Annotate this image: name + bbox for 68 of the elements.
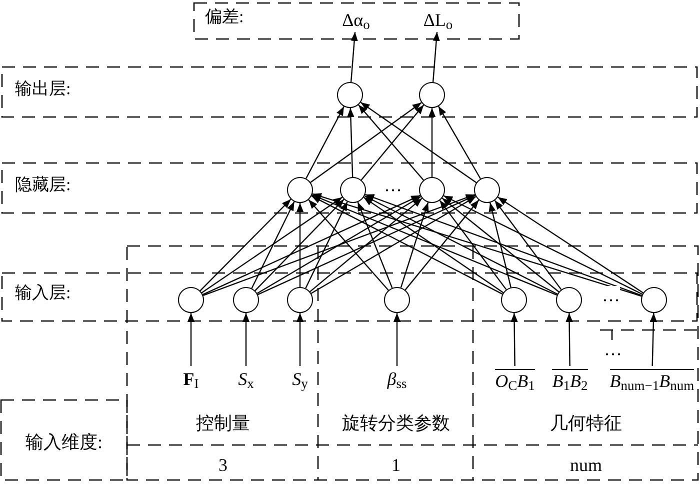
arrow <box>350 32 358 82</box>
arrow <box>404 200 480 290</box>
arrow <box>498 196 644 294</box>
arrow <box>364 195 558 295</box>
variable-symbol: S$_{x}$ <box>226 366 266 392</box>
variable-symbol: Δα$_{o}$ <box>330 8 382 32</box>
arrow <box>187 313 195 366</box>
layer-band <box>1 66 698 118</box>
arrow <box>363 196 504 294</box>
layer-band <box>1 162 698 214</box>
dimension-value: 1 <box>392 456 400 474</box>
variable-symbol: S$_{y}$ <box>280 366 320 392</box>
dimension-value: 3 <box>218 456 228 474</box>
overlined-variable: O$_{C}$B$_{1}$ <box>484 366 546 392</box>
arrow <box>200 198 292 292</box>
ellipsis-text: … <box>602 286 620 304</box>
arrow <box>432 32 440 82</box>
arrow <box>308 199 389 291</box>
arrow <box>258 194 476 296</box>
arrow <box>438 106 481 180</box>
arrow <box>347 108 354 178</box>
arrow <box>494 200 562 290</box>
arrow <box>202 194 420 296</box>
layer-name: 隐藏层: <box>15 176 71 193</box>
variable-symbol: β$_{ss}$ <box>374 366 420 392</box>
layer-name: 偏差: <box>205 8 244 25</box>
arrow <box>360 102 477 184</box>
arrow <box>311 195 503 295</box>
arrow <box>365 194 642 296</box>
arrow <box>312 193 642 297</box>
arrow <box>306 106 344 179</box>
arrow <box>296 313 304 366</box>
arrow <box>310 102 422 183</box>
arrow <box>201 196 343 294</box>
ellipsis-text: … <box>604 340 622 358</box>
arrow <box>439 200 507 290</box>
variable-symbol: ΔL$_{o}$ <box>412 8 464 32</box>
arrow <box>443 195 643 295</box>
arrow <box>305 201 348 289</box>
arrow <box>357 202 393 288</box>
layer-name: 输出层: <box>15 80 71 97</box>
arrow <box>510 313 518 366</box>
group-name: 几何特征 <box>550 414 622 432</box>
arrow <box>202 194 476 296</box>
arrow <box>254 198 344 292</box>
arrow <box>442 198 560 292</box>
arrow <box>393 313 401 366</box>
arrow <box>566 313 573 366</box>
arrow <box>310 198 422 292</box>
dimension-heading: 输入维度: <box>25 433 102 451</box>
layer-band <box>1 272 698 322</box>
arrow <box>310 196 476 294</box>
arrow <box>296 203 304 287</box>
layer-name: 输入层: <box>15 284 71 301</box>
group-name: 旋转分类参数 <box>342 414 450 432</box>
variable-symbol: F$_{I}$ <box>170 366 212 392</box>
arrow <box>312 194 558 296</box>
arrow <box>242 313 250 366</box>
overlined-variable: B$_{1}$B$_{2}$ <box>543 366 597 392</box>
group-name: 控制量 <box>196 414 250 432</box>
arrow <box>650 312 658 366</box>
arrow <box>251 201 295 289</box>
arrow <box>256 196 422 294</box>
arrow <box>400 202 429 288</box>
layer-band <box>193 2 520 40</box>
arrow <box>428 108 436 177</box>
overlined-variable: B$_{num−1}$B$_{num}$ <box>605 366 699 392</box>
arrow <box>488 202 512 288</box>
